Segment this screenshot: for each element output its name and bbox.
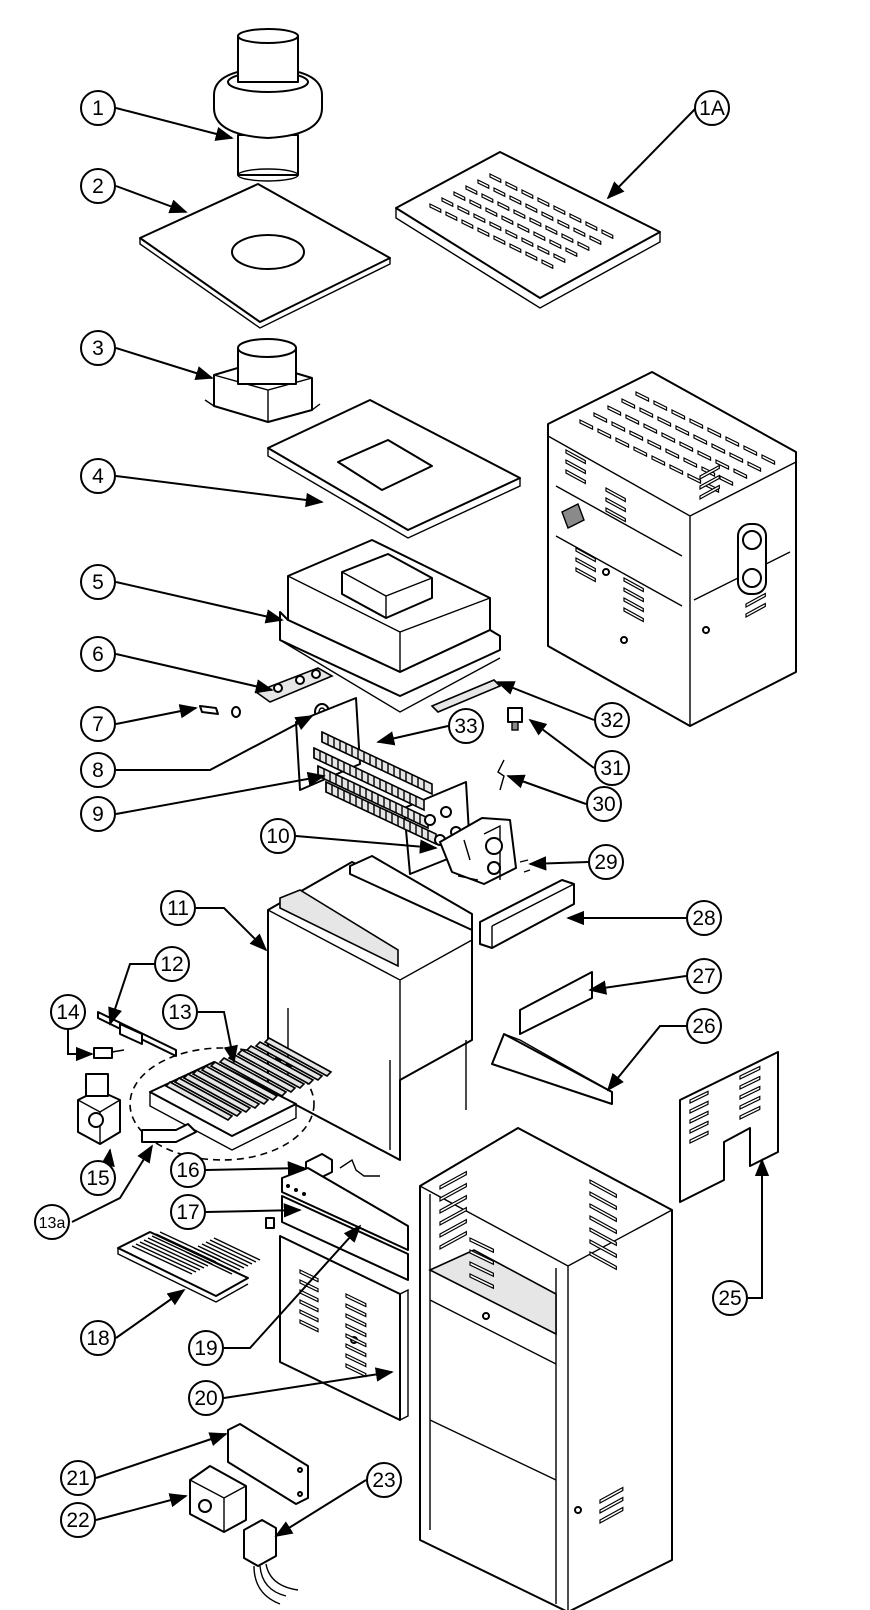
callout-15: 15 [80,1160,116,1196]
callout-21: 21 [60,1460,96,1496]
part-gasket [254,667,334,703]
callout-label: 13 [168,1001,191,1024]
part-top-grille [395,151,661,309]
part-side-panel-25 [679,1051,779,1203]
part-top-plate [139,183,391,329]
callout-label: 27 [692,965,715,988]
callout-11: 11 [160,890,196,926]
callout-label: 16 [176,1159,199,1182]
callout-14: 14 [50,994,86,1030]
callout-32: 32 [594,702,630,738]
callout-17: 17 [170,1194,206,1230]
callout-label: 30 [592,793,615,816]
part-heat-exchanger [295,697,471,875]
callout-20: 20 [188,1380,224,1416]
callout-16: 16 [170,1152,206,1188]
callout-label: 7 [92,713,104,736]
part-clip-30 [497,759,505,791]
callout-label: 31 [600,757,623,780]
part-flue-box [279,539,501,713]
callout-2: 2 [80,168,116,204]
callout-13: 13 [162,994,198,1030]
callout-1a: 1A [694,90,730,126]
callout-label: 1 [92,97,104,120]
callout-label: 12 [160,953,183,976]
callout-label: 14 [56,1001,80,1024]
part-bracket-28 [479,879,575,949]
part-combustion-chamber [267,855,473,1161]
callout-1: 1 [80,90,116,126]
callout-26: 26 [686,1008,722,1044]
callout-label: 8 [92,759,104,782]
callout-label: 20 [194,1387,217,1410]
callout-label: 4 [92,465,104,488]
callout-label: 29 [594,851,617,874]
callout-label: 18 [86,1327,109,1350]
callout-25: 25 [712,1280,748,1316]
callout-29: 29 [588,844,624,880]
part-bracket-32 [430,679,502,713]
callout-label: 21 [66,1467,89,1490]
callout-label: 2 [92,175,104,198]
callout-27: 27 [686,958,722,994]
callout-label: 1A [699,97,725,120]
part-transformer-23 [243,1519,299,1605]
part-burner-grille [117,1231,261,1303]
callout-label: 28 [692,907,715,930]
part-ignitor-14 [93,1047,125,1059]
callout-3: 3 [80,330,116,366]
callout-33: 33 [448,708,484,744]
callout-12: 12 [154,946,190,982]
part-cabinet-jacket [419,1127,673,1610]
callout-10: 10 [260,818,296,854]
part-burner-tray [129,1037,333,1161]
part-bracket-21 [227,1423,309,1505]
callout-label: 9 [92,803,104,826]
callout-label: 33 [454,715,477,738]
part-bracket-27 [519,971,593,1035]
part-header [439,817,517,885]
callout-4: 4 [80,458,116,494]
callout-5: 5 [80,564,116,600]
callout-6: 6 [80,636,116,672]
callout-7: 7 [80,706,116,742]
callout-28: 28 [686,900,722,936]
part-vent-cap [213,28,323,182]
part-flue-collar [204,338,321,423]
callout-18: 18 [80,1320,116,1356]
callout-label: 19 [194,1337,217,1360]
callout-label: 5 [92,571,104,594]
callout-label: 17 [176,1201,199,1224]
callout-label: 26 [692,1015,715,1038]
callout-9: 9 [80,796,116,832]
callout-30: 30 [586,786,622,822]
part-gas-valve [77,1073,121,1145]
callout-label: 13a [39,1215,66,1232]
leader-lines [67,107,770,1537]
part-valve-31 [507,707,523,731]
assembled-heater [547,371,797,727]
part-flue-plate [267,399,521,539]
callout-label: 22 [66,1509,89,1532]
callout-23: 23 [366,1462,402,1498]
part-bolt [199,705,241,718]
callout-label: 23 [372,1469,395,1492]
callout-13a: 13a [34,1204,70,1240]
callout-label: 15 [86,1167,109,1190]
callout-19: 19 [188,1330,224,1366]
callout-8: 8 [80,752,116,788]
callout-31: 31 [594,750,630,786]
callout-label: 11 [167,897,189,920]
part-control-box-22 [189,1465,247,1533]
callout-label: 10 [266,825,289,848]
callout-22: 22 [60,1502,96,1538]
callout-label: 3 [92,337,104,360]
part-screw-29 [519,859,531,873]
part-bracket-26 [491,1033,613,1105]
callout-label: 25 [718,1287,741,1310]
callout-label: 6 [92,643,104,666]
callout-label: 32 [600,709,623,732]
